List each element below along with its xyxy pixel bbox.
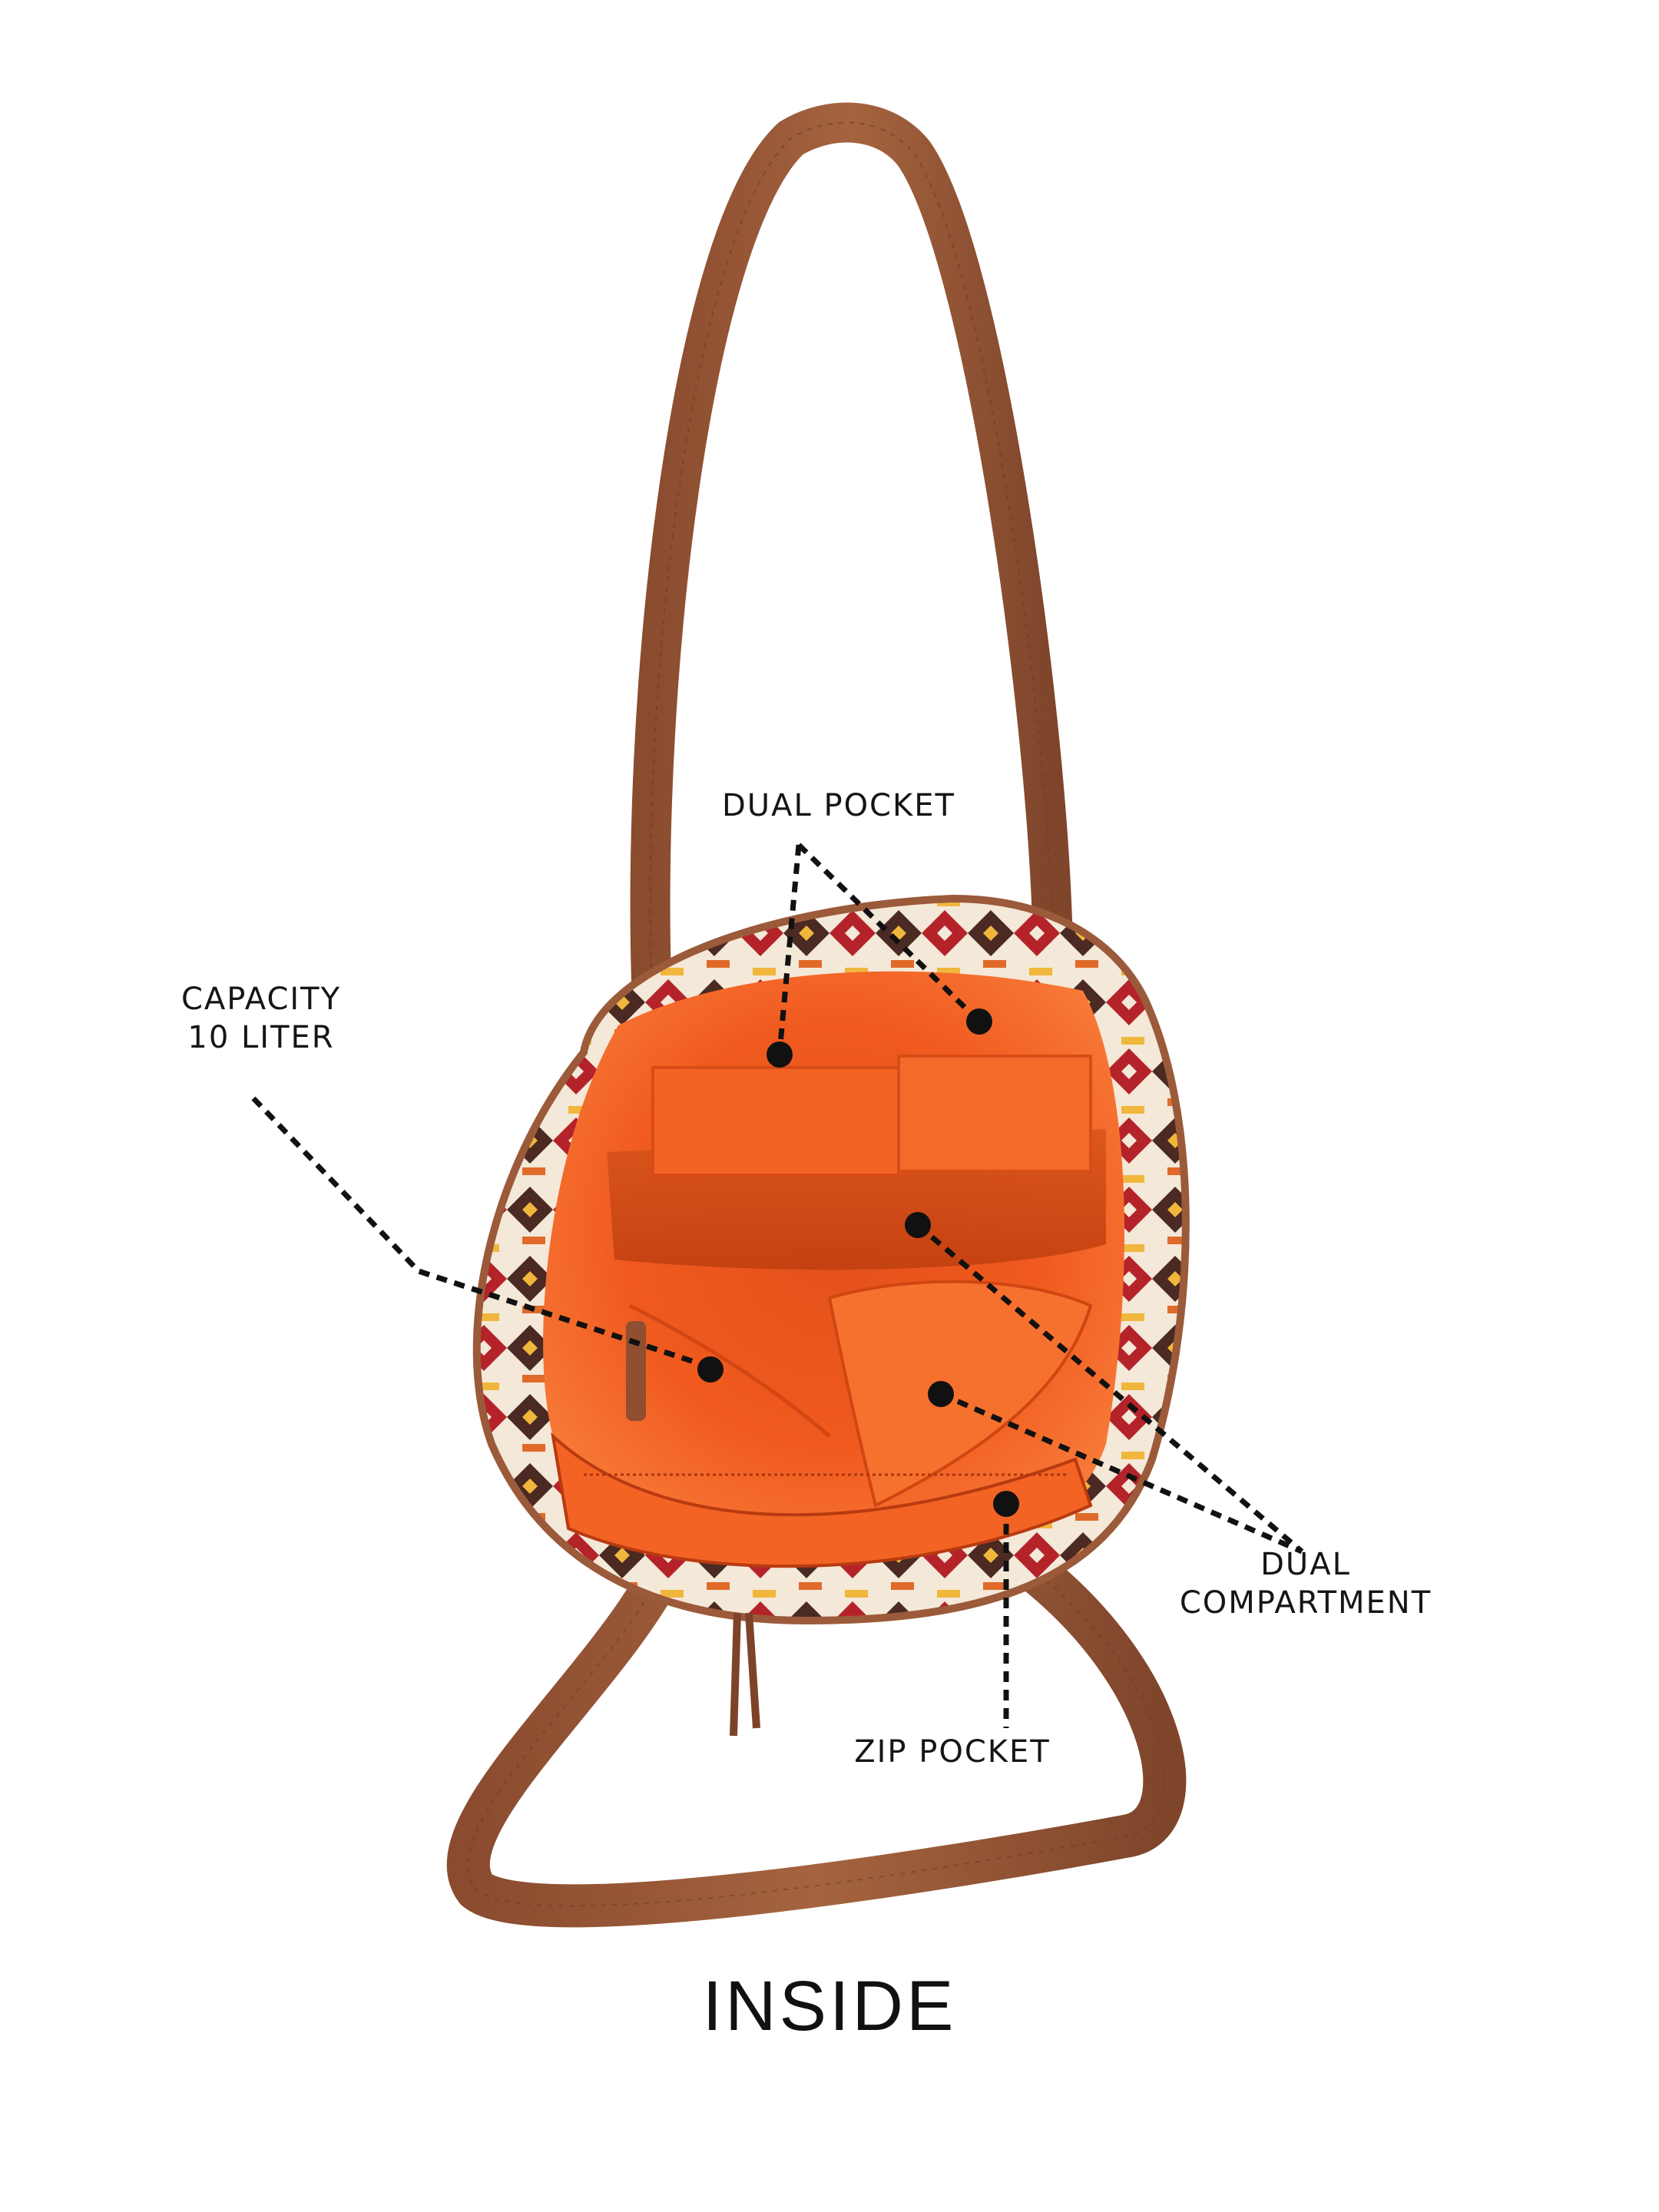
callout-line-capacity [251, 1096, 712, 1370]
callout-line-dual-compartment-top [916, 1223, 1304, 1554]
dual-compartment-line-1: DUAL [1260, 1547, 1351, 1582]
inner-pocket-right [897, 1055, 1092, 1173]
capacity-line-2: 10 LITER [187, 1020, 335, 1055]
caption-title: INSIDE [702, 1967, 957, 2045]
callout-label-dual-pocket: DUAL POCKET [722, 786, 955, 825]
callout-dot-zip-pocket [993, 1491, 1019, 1517]
callout-line-dual-pocket-right [796, 843, 982, 1024]
zipper-pull [626, 1321, 646, 1421]
callout-label-dual-compartment: DUAL COMPARTMENT [1167, 1545, 1444, 1622]
callout-dots [697, 1008, 1019, 1517]
callout-dot-compartment-bottom [928, 1381, 954, 1407]
callout-label-zip-pocket: ZIP POCKET [853, 1733, 1052, 1771]
callout-dot-dual-pocket-left [767, 1041, 793, 1068]
dual-compartment-line-2: COMPARTMENT [1179, 1585, 1432, 1621]
upper-strap [630, 102, 1072, 1041]
callout-dot-compartment-top [905, 1212, 931, 1238]
inner-pocket-left [651, 1066, 900, 1177]
callout-line-dual-compartment-bottom [939, 1391, 1303, 1555]
dual-pocket-text: DUAL POCKET [722, 788, 955, 823]
capacity-line-1: CAPACITY [180, 982, 342, 1017]
callout-lines [251, 843, 1304, 1728]
callout-line-dual-pocket-left [777, 844, 802, 1053]
callout-dot-capacity [697, 1356, 724, 1382]
callout-dot-dual-pocket-right [966, 1008, 992, 1035]
callout-label-capacity: CAPACITY 10 LITER [161, 980, 361, 1057]
zip-pocket-text: ZIP POCKET [854, 1734, 1051, 1770]
